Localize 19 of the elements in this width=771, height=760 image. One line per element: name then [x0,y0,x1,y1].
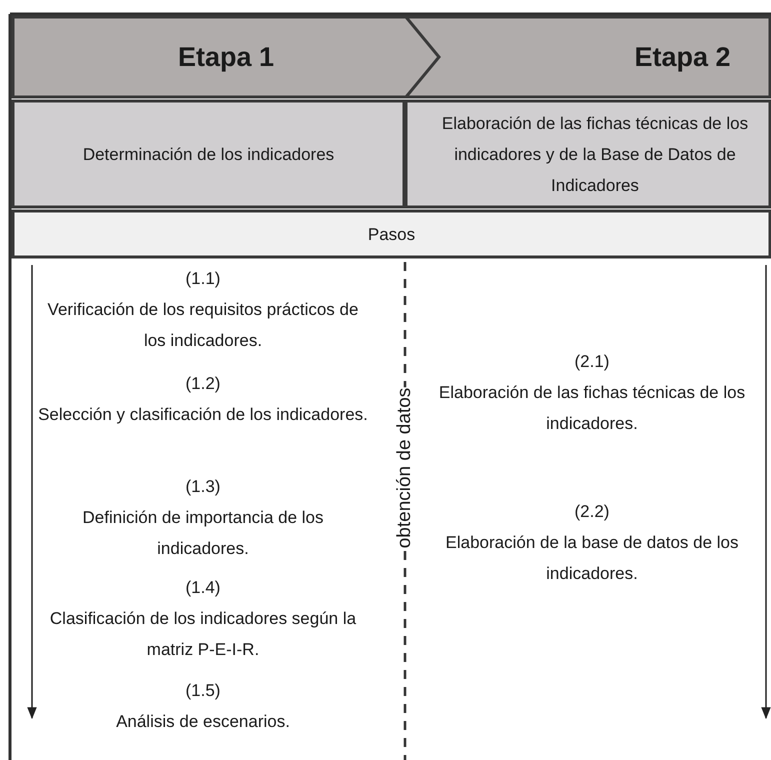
step-description: Verificación de los requisitos prácticos de los indicadores. [46,299,360,352]
step-description: Clasificación de los indicadores según la matriz P-E-I-R. [48,608,358,661]
step-number: (1.1) [184,268,222,290]
step-number: (1.3) [184,476,222,498]
step-number: (1.2) [184,373,222,395]
steps-band: Pasos [12,210,771,258]
step-description: Selección y clasificación de los indicadores. [38,404,368,426]
step-description: Análisis de escenarios. [115,711,291,733]
step-description: Elaboración de las fichas técnicas de los indicadores. [438,382,746,435]
step-description: Elaboración de la base de datos de los indicadores. [444,532,740,585]
step-number: (2.1) [574,351,610,373]
stage-description-box: Determinación de los indicadores [12,100,405,208]
step-description: Definición de importancia de los indicadores. [82,507,324,560]
step-number: (2.2) [574,501,610,523]
stage-header: Etapa 2 [404,16,771,98]
stage-description-box: Elaboración de las fichas técnicas de los indicadores y de la Base de Datos de Indicadores [405,100,771,208]
stage-header: Etapa 1 [12,16,440,98]
step-number: (1.4) [184,577,222,599]
step-number: (1.5) [184,680,222,702]
